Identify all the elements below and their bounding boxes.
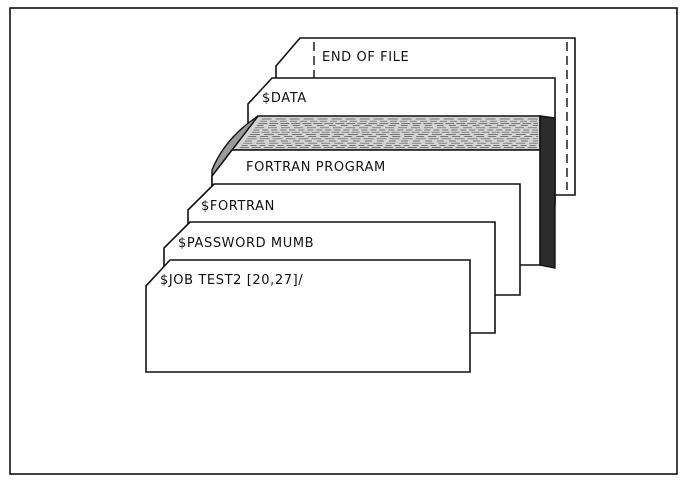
card-job-outline — [145, 259, 471, 373]
program-stack-card-edges — [239, 118, 538, 148]
card-fortran-program-label: FORTRAN PROGRAM — [246, 160, 386, 175]
card-job-label: $JOB TEST2 [20,27]/ — [160, 273, 303, 288]
card-end-of-file-label: END OF FILE — [322, 50, 409, 65]
program-stack-right-side — [539, 115, 556, 269]
card-data-label: $DATA — [262, 91, 307, 106]
card-password-label: $PASSWORD MUMB — [178, 236, 314, 251]
card-fortran-label: $FORTRAN — [201, 199, 275, 214]
card-job: $JOB TEST2 [20,27]/ — [145, 259, 471, 373]
